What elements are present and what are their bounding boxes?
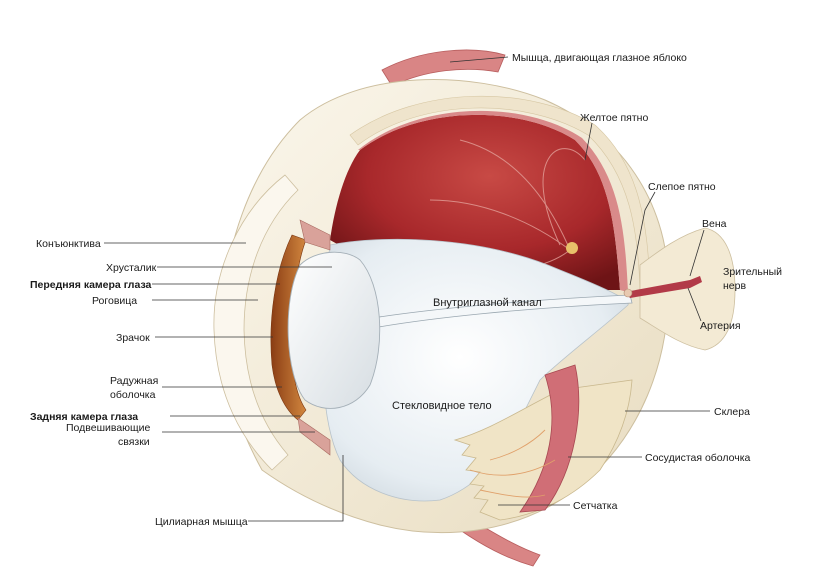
label-choroid: Сосудистая оболочка (645, 452, 751, 464)
label-macula: Желтое пятно (580, 112, 648, 124)
label-pupil: Зрачок (116, 332, 150, 344)
optic-nerve-vessels (625, 276, 702, 298)
label-conjunctiva: Конъюнктива (36, 238, 101, 250)
label-hyaloid-canal: Внутриглазной канал (433, 297, 542, 309)
label-zonules-1: Подвешивающие (66, 422, 151, 434)
label-lens: Хрусталик (106, 262, 157, 274)
eye-muscle-top (381, 49, 506, 87)
optic-nerve (639, 227, 736, 351)
label-eye-muscle: Мышца, двигающая глазное яблоко (512, 52, 687, 64)
ciliary-body (297, 219, 331, 456)
retina-cut (453, 379, 633, 521)
blind-spot-dot (623, 288, 633, 298)
label-optic-nerve-1: Зрительный (723, 266, 782, 278)
label-retina: Сетчатка (573, 500, 618, 512)
label-vitreous-body: Стекловидное тело (392, 400, 492, 412)
hyaloid-canal (359, 294, 633, 331)
label-iris-2: оболочка (110, 389, 156, 401)
label-anterior-chamber: Передняя камера глаза (30, 279, 152, 291)
leader-lines (104, 56, 710, 522)
label-iris-1: Радужная (110, 375, 158, 387)
lens (287, 251, 381, 409)
label-cornea: Роговица (92, 295, 137, 307)
label-vein: Вена (702, 218, 727, 230)
label-posterior-chamber: Задняя камера глаза (30, 411, 138, 423)
label-optic-nerve-2: нерв (723, 280, 746, 292)
retina-vessels-bottom (469, 429, 556, 498)
conjunctiva (213, 174, 299, 471)
label-artery: Артерия (700, 320, 741, 332)
label-zonules-2: связки (118, 436, 150, 448)
label-ciliary-muscle: Цилиарная мышца (155, 516, 248, 528)
label-sclera: Склера (714, 406, 750, 418)
macula-spot (566, 242, 578, 254)
label-blind-spot: Слепое пятно (648, 181, 716, 193)
choroid-stripe (519, 364, 580, 513)
